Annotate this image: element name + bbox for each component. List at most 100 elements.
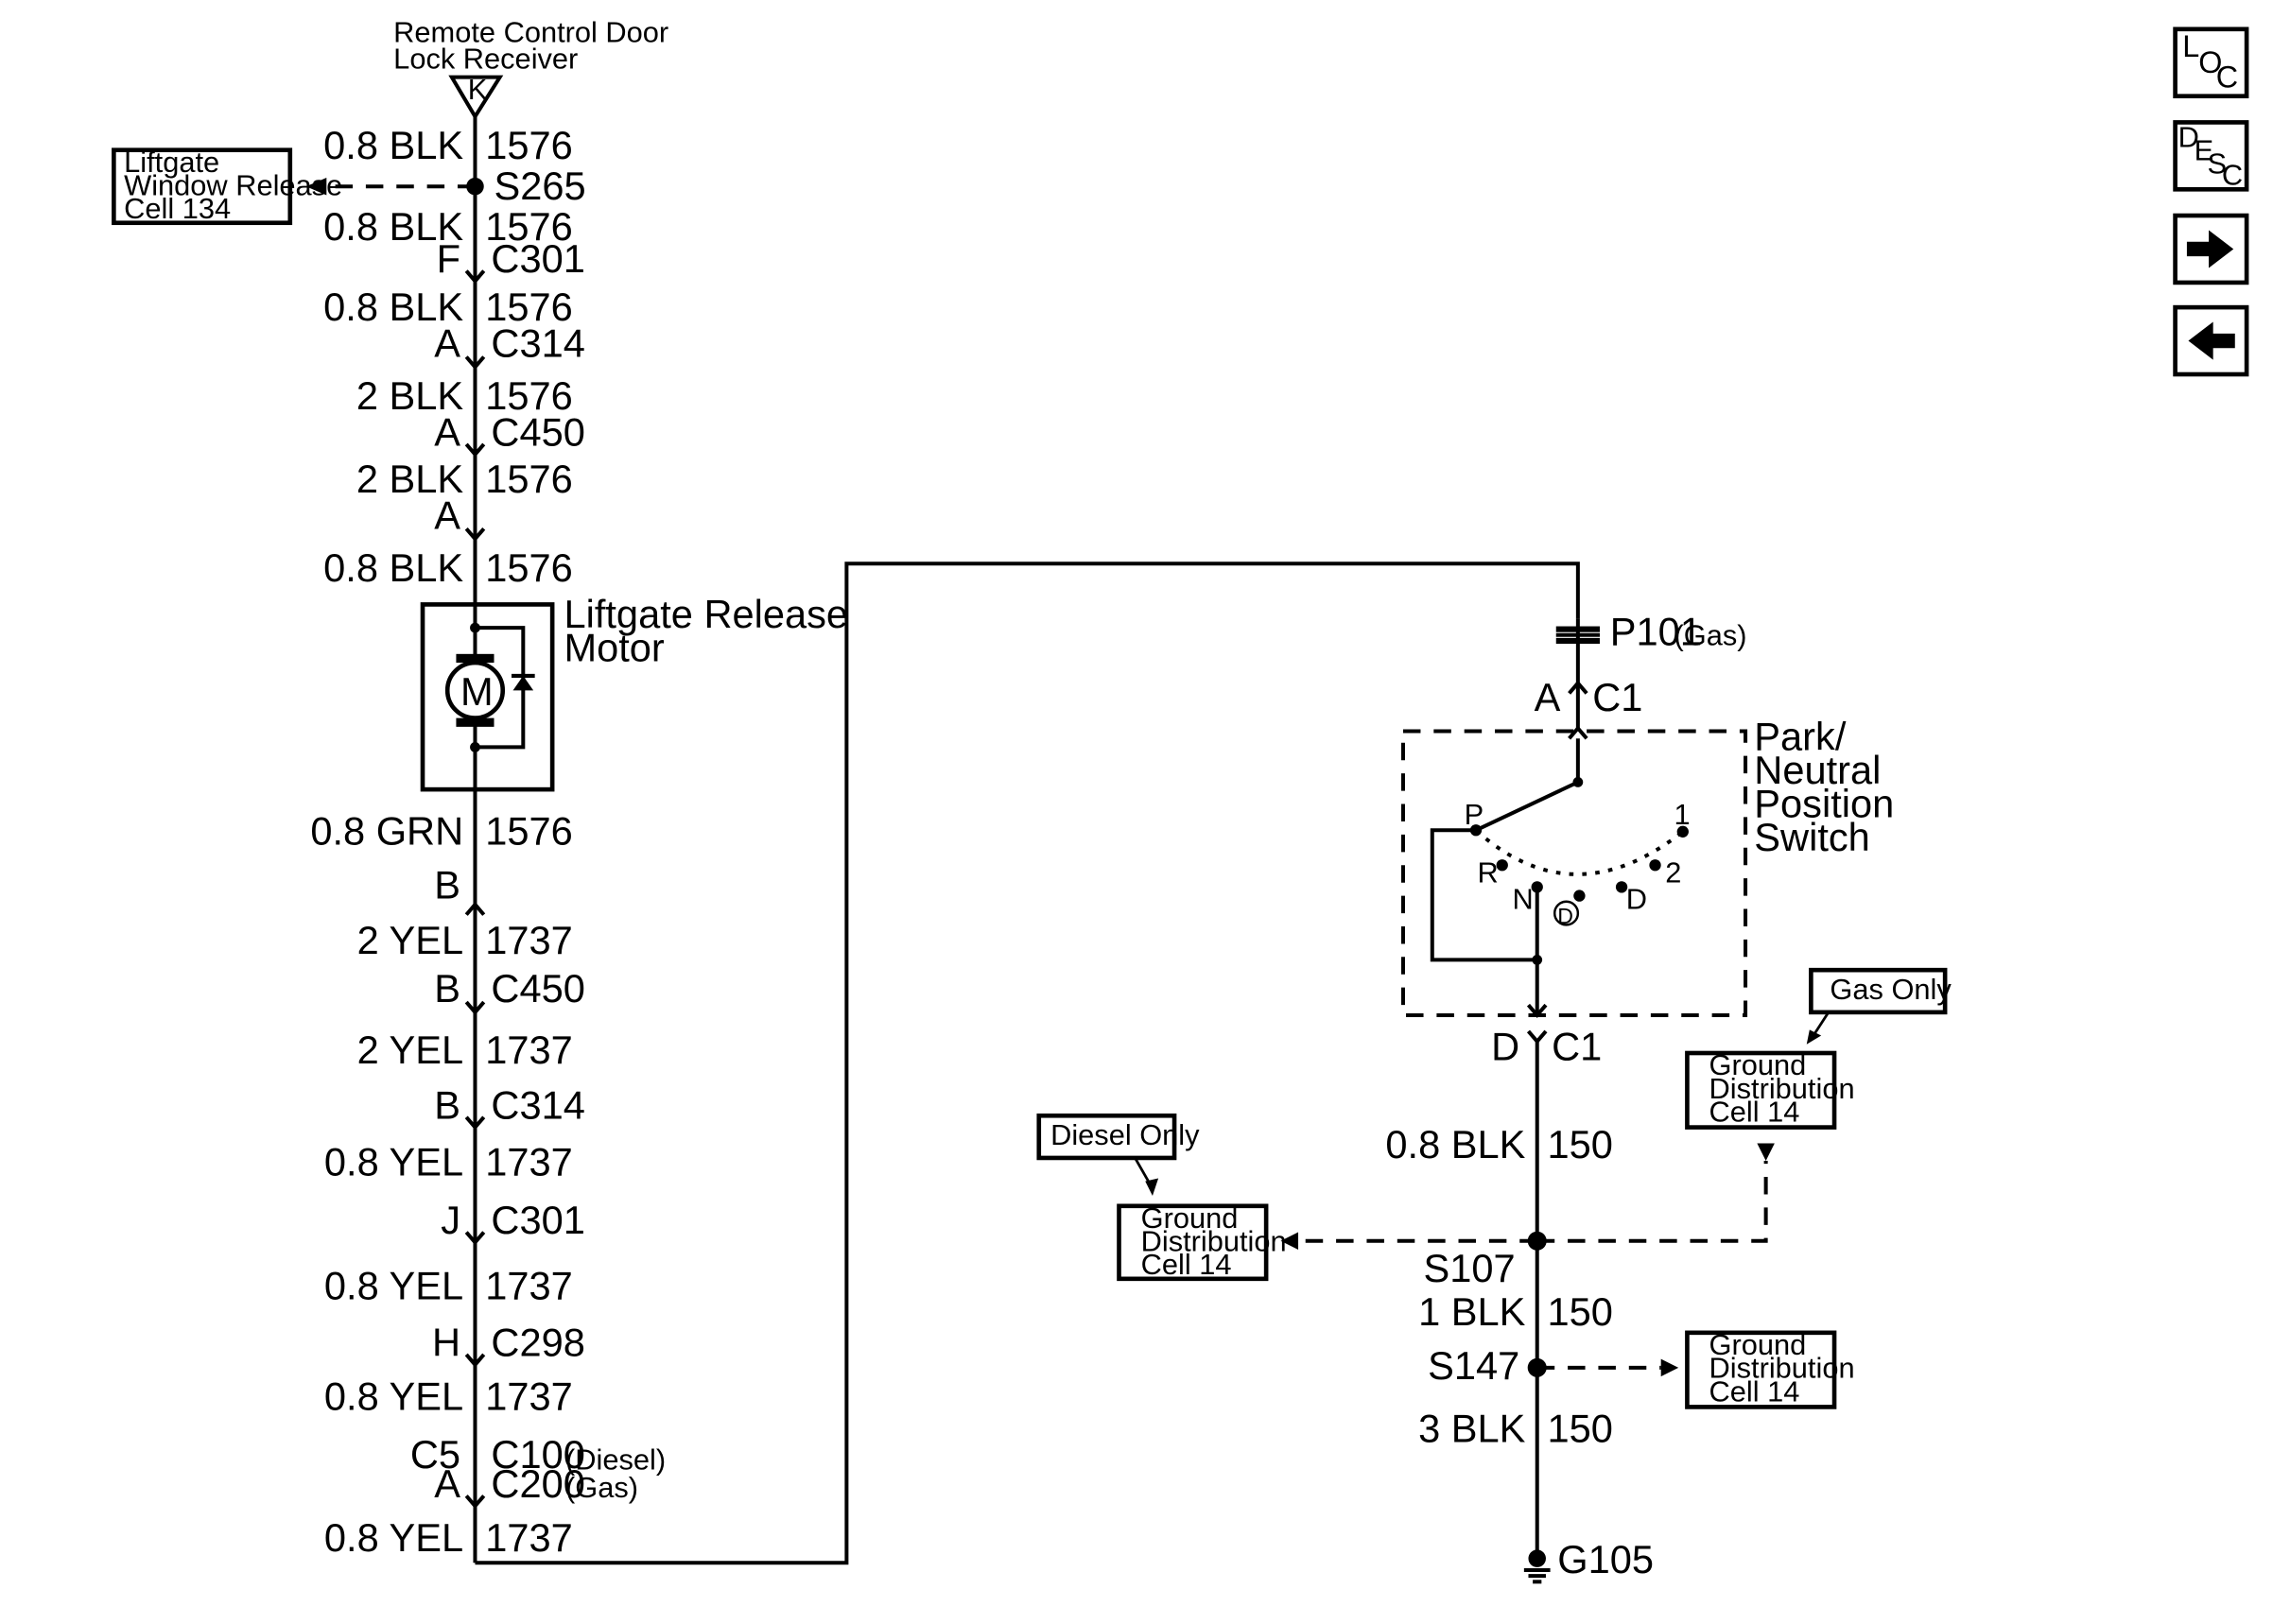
connector-label: C298 — [491, 1320, 584, 1364]
motor-box — [420, 602, 555, 792]
svg-text:Cell 14: Cell 14 — [1709, 1374, 1800, 1408]
ref-box-line2: Window Release — [124, 168, 342, 201]
svg-text:Ground: Ground — [1709, 1048, 1807, 1081]
circuit-number: 1737 — [485, 1515, 573, 1560]
svg-text:Distribution: Distribution — [1141, 1225, 1287, 1258]
switch-top-connector: C1 — [1592, 675, 1642, 719]
position-label: N — [1513, 882, 1534, 915]
next-button[interactable] — [2173, 213, 2249, 285]
circuit-number: 1737 — [485, 1263, 573, 1307]
svg-text:S: S — [2207, 147, 2227, 180]
gas-only-label: Gas Only — [1830, 973, 1952, 1006]
diode-icon — [512, 675, 534, 691]
top-component-label-2: Lock Receiver — [393, 42, 578, 75]
connector-note: (Gas) — [565, 1471, 638, 1504]
circuit-number: 1576 — [485, 285, 573, 329]
circuit-number: 1737 — [485, 1028, 573, 1072]
splice-label-s107: S107 — [1423, 1246, 1515, 1290]
motor-label-1: Liftgate Release — [564, 592, 848, 636]
left-wire-colors: 0.8 BLK 0.8 BLK 0.8 BLK 2 BLK 2 BLK 0.8 … — [310, 123, 463, 1560]
wire-color: 0.8 YEL — [324, 1263, 463, 1307]
ground-distribution-box-s147: Ground Distribution Cell 14 — [1685, 1328, 1855, 1409]
pin-label: C5 — [410, 1432, 460, 1477]
pin-label: F — [437, 236, 460, 281]
motor-icon — [444, 660, 506, 720]
pin-label: B — [434, 966, 460, 1011]
svg-text:D: D — [2178, 121, 2199, 154]
circuit-number: 1576 — [485, 809, 573, 854]
switch-label-2: Neutral — [1754, 748, 1881, 792]
wire-color: 0.8 GRN — [310, 809, 463, 854]
switch-bottom-connector: C1 — [1552, 1025, 1602, 1069]
connector-chevron — [1526, 1029, 1548, 1045]
dashed-ref-line-gas — [1536, 1161, 1768, 1243]
circuit-number: 1576 — [485, 457, 573, 501]
p101-label: P101 — [1610, 610, 1702, 654]
location-button[interactable]: L O C — [2173, 26, 2249, 99]
connector-chevron-up — [1568, 725, 1588, 740]
connector-label: C200 — [491, 1461, 584, 1506]
wire-color: 0.8 YEL — [324, 1139, 463, 1183]
svg-text:C: C — [2216, 60, 2238, 94]
switch-position-dots — [1469, 824, 1689, 902]
note-leader-arrow — [1145, 1178, 1159, 1197]
switch-label-3: Position — [1754, 781, 1894, 825]
circuit-number: 1576 — [485, 373, 573, 418]
circuit-number: 150 — [1548, 1122, 1613, 1166]
ground-icon — [1523, 1549, 1551, 1584]
pin-label: J — [441, 1198, 460, 1242]
position-label: D — [1557, 904, 1573, 928]
position-label: 2 — [1665, 856, 1681, 890]
note-leader-arrow — [1806, 1029, 1822, 1045]
switch-contact-arm — [1475, 780, 1579, 833]
splice-label-s265: S265 — [495, 164, 586, 208]
ref-box-line1: Liftgate — [124, 146, 219, 179]
wire-color: 0.8 BLK — [323, 545, 463, 590]
svg-text:E: E — [2195, 133, 2214, 166]
circuit-number: 150 — [1548, 1289, 1613, 1334]
diesel-only-label: Diesel Only — [1050, 1118, 1200, 1151]
connector-triangle — [448, 75, 504, 121]
wire-color: 1 BLK — [1418, 1289, 1526, 1334]
description-button[interactable]: D E S C — [2173, 120, 2249, 192]
switch-dashed-box — [1400, 729, 1748, 1017]
switch-position-labels: P R N D D 2 1 — [1465, 798, 1691, 928]
wire-color: 0.8 YEL — [324, 1515, 463, 1560]
switch-bottom-pin: D — [1491, 1025, 1519, 1069]
return-wire — [475, 561, 1580, 1565]
circuit-number: 1737 — [485, 1374, 573, 1419]
arrow-left-small-icon — [305, 177, 327, 196]
left-wire-pins: F A A A B B B J H C5 A — [410, 236, 460, 1506]
svg-text:O: O — [2198, 45, 2222, 79]
left-wire-connectors: C301 C314 C450 C450 C314 C301 C298 C100 … — [491, 236, 666, 1506]
wire-color: 2 BLK — [356, 373, 464, 418]
switch-label-4: Switch — [1754, 815, 1870, 859]
splice-label-s147: S147 — [1428, 1343, 1519, 1388]
liftgate-window-release-box — [112, 147, 293, 226]
circuit-number: 150 — [1548, 1406, 1613, 1450]
wire-color: 0.8 BLK — [323, 285, 463, 329]
connector-label: C314 — [491, 1082, 584, 1127]
svg-text:Distribution: Distribution — [1709, 1352, 1855, 1385]
arrow-right-icon — [2186, 230, 2234, 268]
position-label: R — [1478, 856, 1499, 890]
circuit-number: 1737 — [485, 1139, 573, 1183]
connector-label: C450 — [491, 966, 584, 1011]
wire-color: 2 YEL — [357, 918, 464, 962]
arrow-left-small-icon — [1280, 1232, 1299, 1251]
connector-chevron-up — [1568, 680, 1588, 695]
position-label: P — [1465, 798, 1484, 831]
position-label: D — [1626, 882, 1647, 915]
svg-text:Ground: Ground — [1141, 1201, 1239, 1235]
previous-button[interactable] — [2173, 304, 2249, 377]
ref-box-line3: Cell 134 — [124, 192, 231, 225]
connector-label: C301 — [491, 1198, 584, 1242]
motor-brush-bottom — [456, 717, 495, 727]
wire-color: 0.8 BLK — [1385, 1122, 1525, 1166]
motor-brush-top — [456, 653, 495, 664]
ground-distribution-box-gas: Ground Distribution Cell 14 — [1685, 1048, 1855, 1130]
switch-top-pin: A — [1535, 675, 1561, 719]
motor-label-2: Motor — [564, 626, 664, 670]
arrow-up-small-icon — [1757, 1143, 1775, 1162]
